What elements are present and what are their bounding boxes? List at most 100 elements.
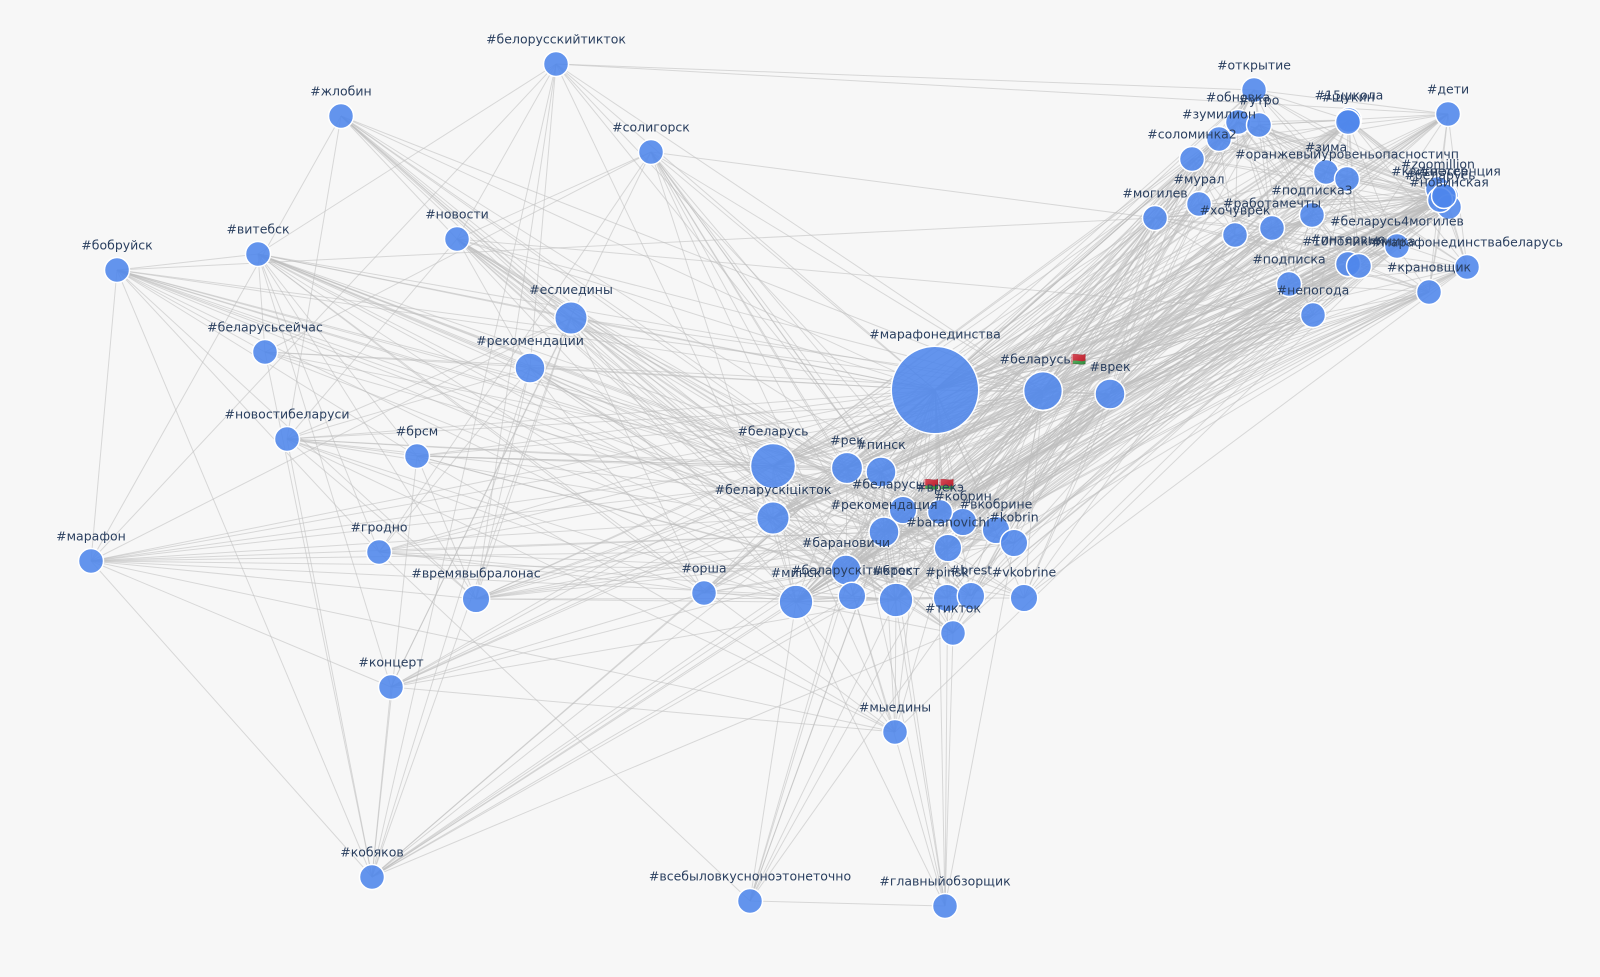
node-n39[interactable] (939, 619, 967, 647)
node-n38[interactable] (690, 579, 718, 607)
node-label-n7: #еслиедины (529, 282, 613, 297)
edge-n6-n21 (116, 269, 848, 469)
graph-edges (90, 63, 1468, 907)
node-n41[interactable] (736, 887, 764, 915)
edge-n9-n38 (529, 367, 705, 594)
edge-n9-n10 (286, 367, 531, 440)
node-n13[interactable] (365, 538, 393, 566)
node-n5[interactable] (244, 240, 272, 268)
node-n22[interactable] (865, 456, 897, 488)
node-label-n3: #солигорск (612, 120, 690, 135)
node-n19[interactable] (1094, 378, 1126, 410)
node-n3[interactable] (637, 138, 665, 166)
edge-n5-n30 (257, 253, 1015, 544)
edge-n20-n45 (772, 124, 1260, 467)
edge-n16-n24 (371, 509, 904, 878)
node-n25[interactable] (926, 498, 954, 526)
node-n23[interactable] (756, 501, 790, 535)
node-n61[interactable] (1258, 214, 1286, 242)
node-n7[interactable] (554, 301, 588, 335)
node-n67[interactable] (1345, 252, 1373, 280)
node-n29[interactable] (933, 533, 963, 563)
node-n34[interactable] (878, 582, 914, 618)
edge-n36-n59 (970, 214, 1313, 597)
node-n49[interactable] (1205, 125, 1233, 153)
node-n2[interactable] (327, 102, 355, 130)
node-n66[interactable] (1275, 270, 1303, 298)
node-n26[interactable] (948, 507, 978, 537)
edge-n16-n9 (371, 367, 531, 878)
node-label-n40: #мыедины (859, 700, 931, 715)
node-n9[interactable] (514, 352, 546, 384)
node-n57[interactable] (1430, 182, 1458, 210)
node-n18[interactable] (1022, 370, 1064, 412)
node-n16[interactable] (358, 863, 386, 891)
node-label-n54: #квинтэссенция (1391, 164, 1501, 179)
node-n59[interactable] (1298, 201, 1326, 229)
node-n62[interactable] (1221, 221, 1249, 249)
node-n50[interactable] (1178, 145, 1206, 173)
edge-n1-n43 (555, 63, 1255, 91)
node-n60[interactable] (1141, 204, 1169, 232)
edge-n2-n39 (340, 115, 954, 634)
node-n6[interactable] (103, 256, 131, 284)
node-n52[interactable] (1333, 165, 1361, 193)
node-n68[interactable] (1415, 278, 1443, 306)
node-n30[interactable] (999, 528, 1029, 558)
edge-n3-n26 (650, 151, 964, 523)
node-n33[interactable] (778, 584, 814, 620)
edge-n60-n20 (772, 217, 1156, 467)
node-n40[interactable] (881, 718, 909, 746)
node-n45[interactable] (1245, 111, 1273, 139)
node-n36[interactable] (956, 581, 986, 611)
node-n15[interactable] (377, 673, 405, 701)
node-label-n29: #baranovichi (906, 514, 990, 529)
node-n21[interactable] (830, 451, 864, 485)
edge-n10-n23 (286, 438, 774, 519)
edge-n7-n12 (90, 317, 572, 562)
edge-n18-n60 (1042, 217, 1156, 392)
edge-n12-n14 (90, 560, 477, 600)
edge-n6-n17 (116, 269, 936, 391)
edge-n14-n33 (475, 598, 797, 603)
edge-n58-n17 (934, 203, 1200, 391)
node-n1[interactable] (542, 50, 570, 78)
node-n4[interactable] (443, 225, 471, 253)
edge-n28-n60 (995, 217, 1156, 531)
edge-n7-n15 (390, 317, 572, 688)
edge-n24-n46 (902, 119, 1350, 511)
node-n27[interactable] (868, 516, 900, 548)
node-n20[interactable] (749, 442, 797, 490)
node-label-n48: #дети (1427, 82, 1469, 97)
edge-n41-n31 (749, 569, 847, 902)
node-n63[interactable] (1383, 232, 1411, 260)
node-n58[interactable] (1185, 190, 1213, 218)
node-n42[interactable] (931, 892, 959, 920)
node-n17[interactable] (890, 345, 980, 435)
node-n32[interactable] (837, 581, 867, 611)
edge-n15-n23 (390, 517, 774, 688)
edge-n37-n19 (1023, 393, 1111, 599)
edge-n9-n13 (378, 367, 531, 553)
node-n12[interactable] (77, 547, 105, 575)
node-label-n13: #гродно (350, 520, 407, 535)
edge-n25-n67 (939, 265, 1360, 513)
node-n69[interactable] (1299, 301, 1327, 329)
node-label-n24: #беларусь🇧🇾🇧🇾 (852, 476, 955, 491)
node-n14[interactable] (461, 584, 491, 614)
node-n24[interactable] (888, 495, 918, 525)
edge-n11-n17 (416, 389, 936, 457)
node-n37[interactable] (1009, 583, 1039, 613)
edge-n5-n6 (116, 253, 259, 271)
node-n47[interactable] (1334, 108, 1362, 136)
edge-n49-n62 (1218, 138, 1236, 236)
node-n43[interactable] (1240, 76, 1268, 104)
node-n11[interactable] (403, 442, 431, 470)
node-n8[interactable] (251, 338, 279, 366)
edge-n50-n62 (1191, 158, 1236, 236)
node-label-n16: #кобяков (340, 845, 403, 860)
node-n65[interactable] (1453, 253, 1481, 281)
node-n10[interactable] (273, 425, 301, 453)
edge-n4-n24 (456, 238, 904, 511)
node-n48[interactable] (1434, 100, 1462, 128)
